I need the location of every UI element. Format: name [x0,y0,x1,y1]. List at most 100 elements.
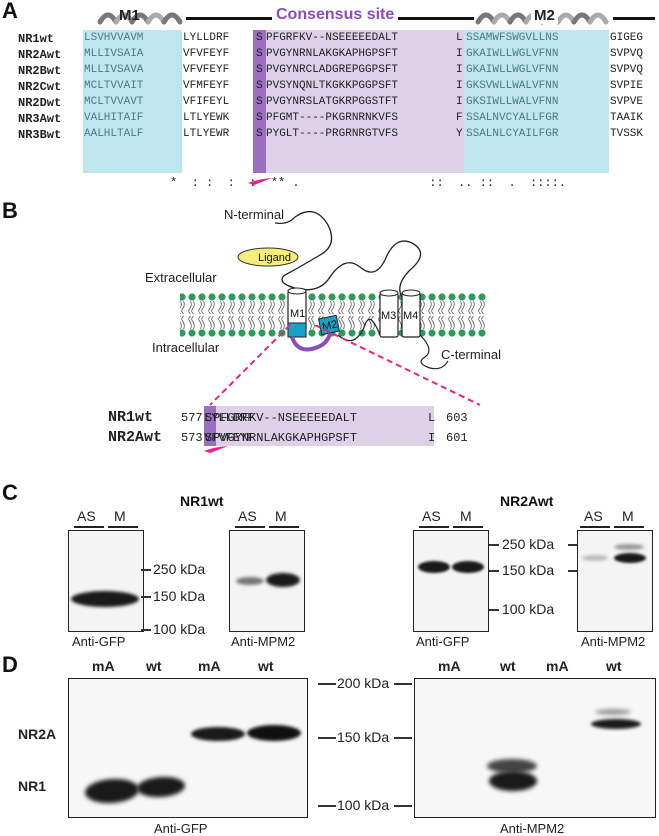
tail-seq: SVPVQ [610,64,644,76]
serine: S [205,411,213,425]
lipid-head [438,293,446,301]
lipid-head [208,329,216,337]
lipid-tail [448,300,455,315]
lipid-head [338,293,346,301]
lipid-head [318,293,326,301]
lipid-head [228,293,236,301]
m2-seq: GKAIWLLWGLVFNN [466,64,559,76]
lipid-head [368,329,376,337]
antibody-c4: Anti-MPM2 [581,634,646,649]
blot-c2 [229,530,305,632]
m4-helix-label: M4 [403,310,418,322]
lipid-tail [228,315,235,330]
lipid-head [338,329,346,337]
blot-d1 [68,678,308,818]
marker-c-250: 250 kDa [153,561,206,577]
tail-line [613,17,655,20]
lipid-head [208,293,216,301]
serine: S [256,64,263,76]
panel-label-a: A [2,0,18,23]
m1-seq: LSVHVVAVM [84,32,144,44]
lipid-tail [258,315,265,330]
consensus-title: Consensus site [272,6,399,24]
blot-c3 [413,530,489,632]
consensus-seq: PVSYNQNLTKGKKPGGPSFT [266,80,399,92]
consensus-region-shade [253,30,464,173]
nr2a-title: NR2Awt [500,493,554,509]
antibody-c1: Anti-GFP [72,634,126,649]
boundary-residue: I [428,431,436,445]
lane-d5: mA [438,658,461,674]
serine: S [256,112,263,124]
lane-as: AS [77,508,96,524]
panel-label-d: D [2,652,18,677]
lipid-tail [218,300,225,315]
row-name: NR2Awt [108,429,163,446]
lipid-head [198,293,206,301]
lipid-head [468,293,476,301]
start-position: 577 [181,411,203,425]
lipid-tail [308,315,315,330]
m1-seq: MCLTVVAVT [84,96,144,108]
extracellular-label: Extracellular [145,270,217,285]
boundary-residue: L [428,411,436,425]
lipid-tail [478,300,485,315]
lane-d7: mA [546,658,569,674]
serine: S [256,80,263,92]
lipid-tail [258,300,265,315]
tail-seq: GIGEG [610,32,644,44]
lipid-head [180,293,186,301]
lipid-tail [278,315,285,330]
lipid-tail [458,315,465,330]
lane-as: AS [422,508,441,524]
marker-d-100: 100 kDa [337,797,390,813]
intracellular-label: Intracellular [152,340,220,355]
m1-seq: VALHITAIF [84,112,144,124]
lipid-head [268,293,276,301]
n-terminal-label: N-terminal [224,207,284,222]
boundary-residue: I [456,48,463,60]
m1-helix-label: M1 [290,308,305,320]
consensus-seq: PFGRFKV--NSEEEEEDALT [213,411,358,425]
lipid-tail [308,300,315,315]
lipid-tail [180,300,185,315]
lane-as: AS [584,508,603,524]
lane-m: M [460,508,472,524]
lipid-head [188,293,196,301]
lipid-head [448,293,456,301]
m2-seq: SSALNVCYALLFGR [466,112,559,124]
consensus-seq: PVGYNRSLATGKRPGGSTFT [266,96,399,108]
ligand-label: Ligand [258,252,291,264]
marker-c-100-r: 100 kDa [502,601,555,617]
m2-seq: GKSVWLLWALVFNN [466,80,559,92]
marker-d-150: 150 kDa [337,729,390,745]
lane-m: M [275,508,287,524]
lipid-head [468,329,476,337]
lipid-head [278,293,286,301]
consensus-seq: PVGYNRCLADGREPGGPSFT [266,64,399,76]
lipid-tail [238,300,245,315]
serine-column-shade [253,30,266,173]
row-name: NR2Dwt [18,96,62,110]
lipid-tail [348,300,355,315]
m2-label: M2 [531,7,558,24]
marker-c-100: 100 kDa [153,621,206,637]
lipid-head [258,293,266,301]
lipid-head [308,293,316,301]
marker-d-200: 200 kDa [337,675,390,691]
lane-m: M [622,508,634,524]
row-name: NR1wt [18,32,55,46]
consensus-seq: PFGMT----PKGRNRNKVFS [266,112,399,124]
lipid-tail [198,300,205,315]
lipid-tail [198,315,205,330]
m1-region-shade [83,30,182,173]
lipid-tail [338,315,345,330]
lipid-head [248,329,256,337]
antibody-c3: Anti-GFP [416,634,470,649]
pre-seq: VFIFEYL [183,96,230,108]
lipid-tail [338,300,345,315]
antibody-c2: Anti-MPM2 [231,634,296,649]
m2-seq: GKSIWLLWALVFNN [466,96,559,108]
lipid-head [428,293,436,301]
c-terminal-label: C-terminal [441,347,501,362]
